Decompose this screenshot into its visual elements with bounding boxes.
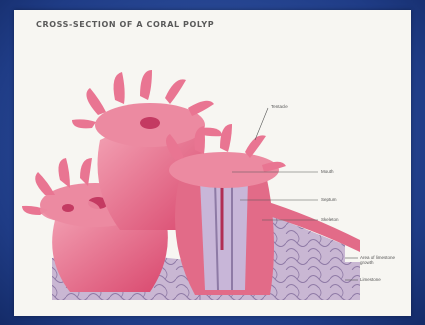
label-mouth: Mouth bbox=[321, 169, 334, 174]
small-polyp bbox=[40, 198, 100, 222]
label-skeleton: Skeleton bbox=[321, 217, 339, 222]
label-limestone: Limestone bbox=[360, 277, 381, 282]
label-growth: Area of limestone growth bbox=[360, 255, 404, 265]
label-tentacle: Tentacle bbox=[271, 104, 288, 109]
label-septum: Septum bbox=[321, 197, 337, 202]
